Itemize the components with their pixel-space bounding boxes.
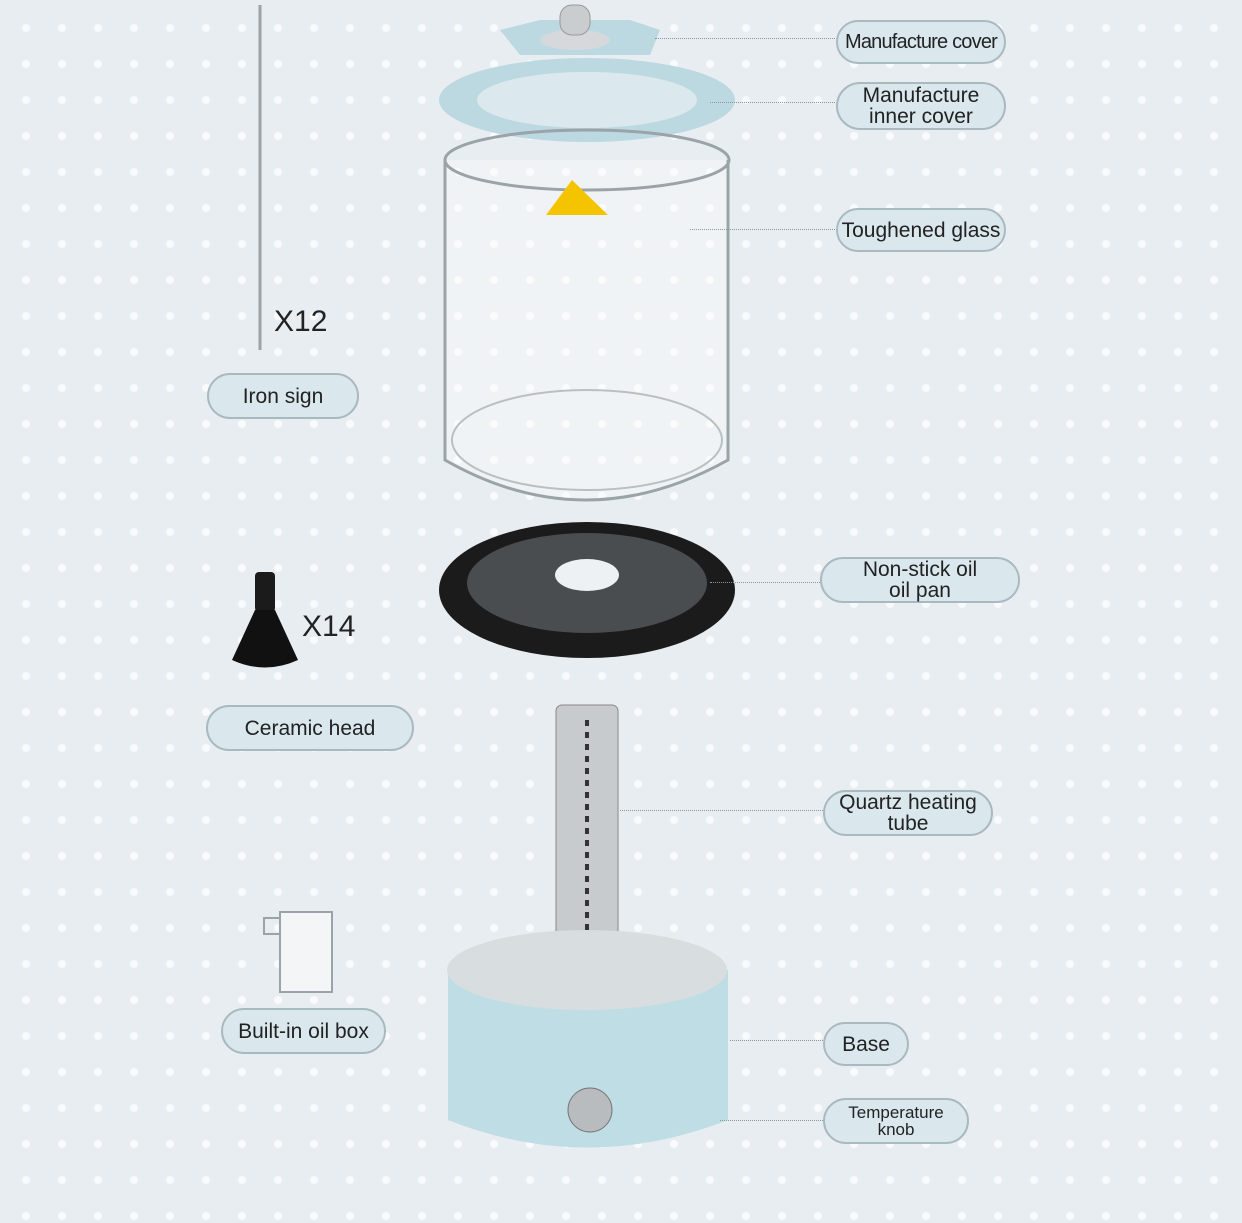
toughened-glass [443,128,731,502]
manufacture-inner-cover [439,58,735,142]
temperature-knob-icon [567,1087,613,1133]
ceramic-head-quantity: X14 [302,610,356,643]
label-built-in-oil-box: Built-in oil box [221,1008,386,1054]
ceramic-head [232,572,298,668]
heat-warning-icon [546,180,608,215]
label-toughened-glass: Toughened glass [836,208,1006,252]
label-ceramic-head: Ceramic head [206,705,414,751]
non-stick-oil-pan [439,522,735,658]
manufacture-cover [500,4,660,55]
label-base: Base [823,1022,909,1066]
base [447,930,728,1148]
oil-box [263,911,333,993]
label-manufacture-cover: Manufacture cover [836,20,1006,64]
iron-sign-quantity: X12 [274,305,328,338]
label-iron-sign: Iron sign [207,373,359,419]
